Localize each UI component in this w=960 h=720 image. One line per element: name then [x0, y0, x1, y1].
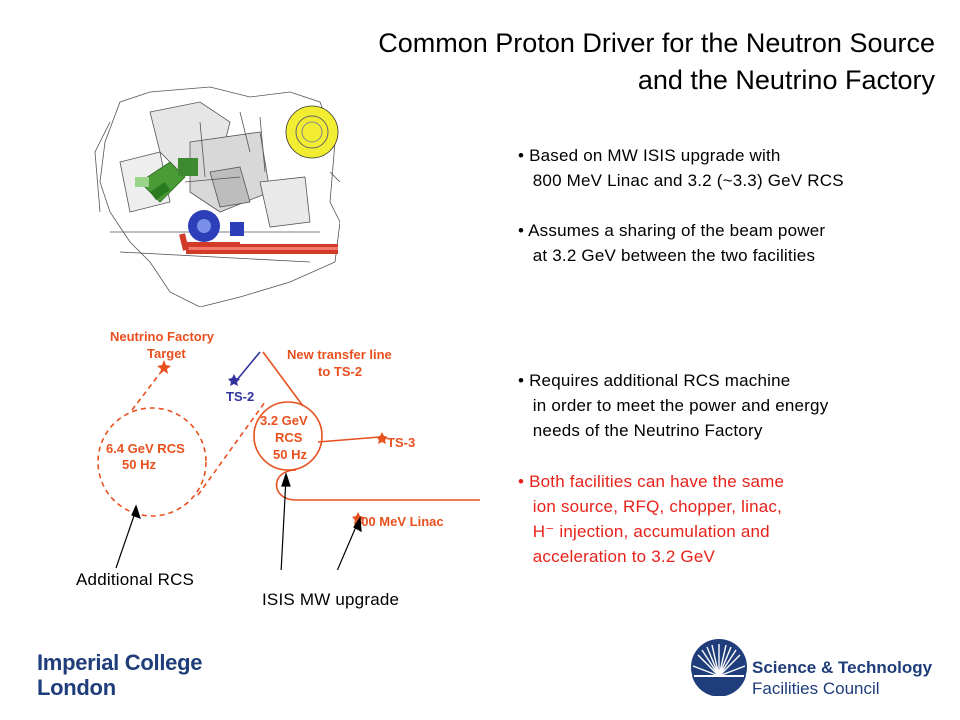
bullet-line: • Both facilities can have the same: [518, 472, 785, 491]
bullet-line: in order to meet the power and energy: [518, 396, 829, 415]
ts3-label: TS-3: [387, 435, 415, 450]
stfc-logo-text: Science & Technology Facilities Council: [752, 657, 932, 699]
nf-target-label-line2: Target: [147, 346, 186, 361]
bullet-line: H⁻ injection, accumulation and: [518, 522, 770, 541]
imperial-logo-line1: Imperial College: [37, 650, 203, 675]
linac-injection-line: [275, 469, 480, 501]
site-map-image: [94, 86, 340, 307]
green-block: [178, 158, 198, 176]
sunburst-horizon-line: [694, 675, 744, 677]
site-detail-lines: [184, 111, 266, 183]
linac-label: 800 MeV Linac: [354, 514, 444, 529]
additional-rcs-arrow: [115, 509, 137, 569]
slide-title: Common Proton Driver for the Neutron Sou…: [235, 25, 935, 99]
additional-rcs-caption: Additional RCS: [76, 570, 195, 589]
rcs-3-2-gev-ring: [253, 401, 323, 471]
transfer-line-label-line2: to TS-2: [318, 364, 362, 379]
blue-synchrotron-core: [197, 219, 211, 233]
bullet-line: 800 MeV Linac and 3.2 (~3.3) GeV RCS: [518, 171, 844, 190]
isis-upgrade-caption: ISIS MW upgrade: [262, 590, 400, 609]
site-road: [119, 251, 311, 263]
bullet-line: needs of the Neutrino Factory: [518, 421, 763, 440]
isis-upgrade-arrow-1-head: [281, 472, 291, 487]
stfc-sunburst-icon: [691, 639, 747, 696]
bullet-line: at 3.2 GeV between the two facilities: [518, 246, 816, 265]
ts2-star-icon: [228, 374, 240, 386]
accelerator-diagram: Neutrino Factory Target New transfer lin…: [97, 329, 480, 570]
blue-block: [230, 222, 244, 236]
bullet-line: acceleration to 3.2 GeV: [518, 547, 716, 566]
bullet-isis-upgrade: • Based on MW ISIS upgrade with 800 MeV …: [518, 143, 938, 193]
rcs-transfer-line-dashed: [197, 401, 266, 496]
linac-star-icon: [352, 512, 364, 524]
nf-target-label-line1: Neutrino Factory: [110, 329, 215, 344]
yellow-ring-facility: [285, 105, 339, 159]
title-line-2: and the Neutrino Factory: [637, 65, 935, 95]
green-target-detail: [150, 182, 170, 200]
sunburst-horizon: [692, 676, 746, 696]
red-linac-highlight: [188, 247, 338, 250]
green-small-block: [135, 177, 149, 187]
yellow-ring-core: [301, 121, 323, 143]
rcs32-label-line1: 3.2 GeV: [260, 413, 308, 428]
rcs64-label-line1: 6.4 GeV RCS: [106, 441, 185, 456]
ts2-label: TS-2: [226, 389, 254, 404]
callout-arrows: [115, 472, 362, 570]
bullet-additional-rcs: • Requires additional RCS machine in ord…: [518, 368, 938, 443]
ts2-beamline: [235, 351, 261, 382]
rcs32-label-line2: RCS: [275, 430, 303, 445]
title-line-1: Common Proton Driver for the Neutron Sou…: [378, 28, 935, 58]
imperial-logo-line2: London: [37, 675, 116, 700]
bullet-line: • Based on MW ISIS upgrade with: [518, 146, 781, 165]
nf-target-beamline: [131, 367, 165, 411]
red-linac-bend: [179, 233, 189, 251]
new-transfer-line: [262, 351, 304, 407]
ts3-beamline: [317, 436, 381, 443]
site-outline: [99, 86, 340, 307]
bullet-shared-facilities: • Both facilities can have the same ion …: [518, 469, 938, 569]
isis-components: [135, 105, 339, 254]
isis-upgrade-arrow-2-head: [353, 516, 362, 533]
imperial-college-logo: Imperial College London: [37, 650, 202, 700]
isis-upgrade-arrow-1: [280, 477, 287, 570]
bullet-line: • Requires additional RCS machine: [518, 371, 791, 390]
stfc-logo-line1: Science & Technology: [752, 658, 933, 677]
bullet-beam-sharing: • Assumes a sharing of the beam power at…: [518, 218, 938, 268]
target-markers: [157, 360, 388, 524]
stfc-logo-line2: Facilities Council: [752, 679, 880, 698]
rcs32-label-line3: 50 Hz: [273, 447, 307, 462]
bullet-line: • Assumes a sharing of the beam power: [518, 221, 826, 240]
sunburst-rays: [692, 644, 746, 677]
nf-target-star-icon: [157, 360, 171, 374]
bullet-line: ion source, RFQ, chopper, linac,: [518, 497, 783, 516]
ts3-star-icon: [376, 432, 388, 444]
site-building: [259, 176, 311, 228]
isis-upgrade-arrow-2: [336, 521, 359, 570]
additional-rcs-arrowhead: [131, 504, 141, 520]
site-detail-lines: [94, 121, 340, 213]
yellow-ring-inner: [295, 115, 329, 149]
rcs64-label-line2: 50 Hz: [122, 457, 156, 472]
transfer-line-label-line1: New transfer line: [287, 347, 392, 362]
rcs-6-4-gev-ring: [97, 407, 207, 517]
